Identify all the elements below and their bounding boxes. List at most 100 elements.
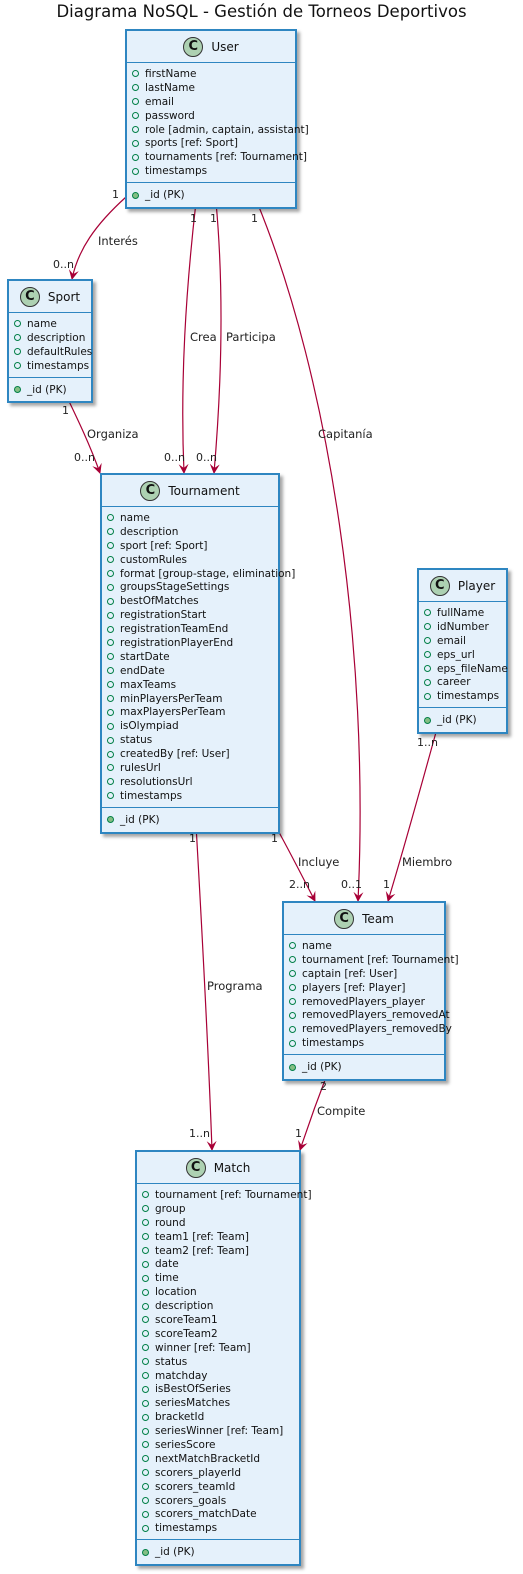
attribute-name: registrationTeamEnd <box>120 623 229 636</box>
public-field-icon <box>142 1427 149 1435</box>
mult-miembro-from: 1..n <box>417 736 438 749</box>
attribute-row: registrationPlayerEnd <box>102 636 278 650</box>
attribute-name: seriesMatches <box>155 1397 231 1410</box>
public-field-icon <box>142 1302 149 1310</box>
attribute-row: time <box>137 1271 299 1285</box>
relation-label-miembro: Miembro <box>402 855 453 869</box>
attribute-name: format [group-stage, elimination] <box>120 567 296 580</box>
attribute-row: role [admin, captain, assistant] <box>127 123 309 137</box>
relation-label-programa: Programa <box>207 979 263 993</box>
attribute-name: rulesUrl <box>120 761 161 774</box>
attribute-row: sport [ref: Sport] <box>102 539 278 553</box>
public-field-icon <box>142 1330 149 1338</box>
public-field-icon <box>142 1441 149 1449</box>
class-marker-icon: C <box>140 480 161 501</box>
attribute-name: tournament [ref: Tournament] <box>302 953 459 966</box>
public-field-icon <box>424 609 431 617</box>
public-field-icon <box>142 1469 149 1477</box>
attribute-name: email <box>437 634 466 647</box>
attribute-row: status <box>137 1355 299 1369</box>
attribute-name: registrationPlayerEnd <box>120 636 234 649</box>
mult-capitania-to: 0..1 <box>341 878 362 891</box>
attribute-name: lastName <box>145 81 195 94</box>
attribute-name: description <box>27 331 86 344</box>
key-field-icon <box>107 816 114 824</box>
attribute-name: timestamps <box>437 690 500 703</box>
attribute-row: timestamps <box>419 689 506 703</box>
attribute-name: timestamps <box>27 359 90 372</box>
mult-miembro-to: 1 <box>383 878 390 891</box>
public-field-icon <box>107 625 114 633</box>
public-field-icon <box>132 167 139 175</box>
primary-key-name: _id (PK) <box>27 383 67 396</box>
public-field-icon <box>424 678 431 686</box>
attribute-row: isOlympiad <box>102 719 278 733</box>
attribute-row: firstName <box>127 67 295 81</box>
attribute-name: removedPlayers_player <box>302 995 425 1008</box>
public-field-icon <box>142 1260 149 1268</box>
attribute-row: seriesWinner [ref: Team] <box>137 1424 299 1438</box>
public-field-icon <box>14 348 21 356</box>
attribute-name: startDate <box>120 650 170 663</box>
user-primary-key-section: _id (PK) <box>127 183 295 207</box>
attribute-row: maxPlayersPerTeam <box>102 705 278 719</box>
public-field-icon <box>289 984 296 992</box>
attribute-row: email <box>127 95 295 109</box>
edge-miembro <box>385 724 439 902</box>
relation-label-participa: Participa <box>226 330 276 344</box>
attribute-row: resolutionsUrl <box>102 775 278 789</box>
attribute-row: team2 [ref: Team] <box>137 1244 299 1258</box>
edge-interes <box>68 196 127 280</box>
public-field-icon <box>142 1358 149 1366</box>
public-field-icon <box>107 681 114 689</box>
player-primary-key-section: _id (PK) <box>419 708 506 732</box>
public-field-icon <box>424 692 431 700</box>
attribute-row: bracketId <box>137 1410 299 1424</box>
attribute-row: location <box>137 1285 299 1299</box>
public-field-icon <box>107 764 114 772</box>
attribute-name: scorers_teamId <box>155 1480 236 1493</box>
mult-compite-from: 2 <box>320 1080 327 1093</box>
attribute-row: name <box>9 317 91 331</box>
public-field-icon <box>107 639 114 647</box>
public-field-icon <box>289 998 296 1005</box>
public-field-icon <box>14 362 21 370</box>
attribute-name: firstName <box>145 67 197 80</box>
primary-key-row: _id (PK) <box>102 813 278 827</box>
primary-key-name: _id (PK) <box>120 813 160 826</box>
attribute-row: lastName <box>127 81 295 95</box>
attribute-row: scoreTeam1 <box>137 1313 299 1327</box>
attribute-name: fullName <box>437 606 485 619</box>
attribute-row: endDate <box>102 664 278 678</box>
class-marker-icon: C <box>429 575 450 596</box>
attribute-row: status <box>102 733 278 747</box>
mult-incluye-from: 1 <box>271 832 278 845</box>
attribute-name: team1 [ref: Team] <box>155 1230 249 1243</box>
attribute-name: eps_fileName <box>437 662 508 675</box>
public-field-icon <box>132 112 139 120</box>
public-field-icon <box>107 653 114 661</box>
attribute-row: tournaments [ref: Tournament] <box>127 150 307 164</box>
public-field-icon <box>142 1510 149 1518</box>
public-field-icon <box>289 956 296 964</box>
attribute-name: timestamps <box>155 1522 218 1535</box>
key-field-icon <box>424 716 431 724</box>
primary-key-row: _id (PK) <box>9 383 91 397</box>
attribute-name: timestamps <box>120 789 183 802</box>
attribute-row: removedPlayers_removedBy <box>284 1022 452 1036</box>
attribute-name: seriesScore <box>155 1438 216 1451</box>
attribute-name: bracketId <box>155 1411 205 1424</box>
attribute-row: timestamps <box>284 1036 444 1050</box>
attribute-name: scorers_matchDate <box>155 1508 257 1521</box>
attribute-name: isBestOfSeries <box>155 1383 231 1396</box>
attribute-name: nextMatchBracketId <box>155 1452 261 1465</box>
primary-key-row: _id (PK) <box>419 713 506 727</box>
